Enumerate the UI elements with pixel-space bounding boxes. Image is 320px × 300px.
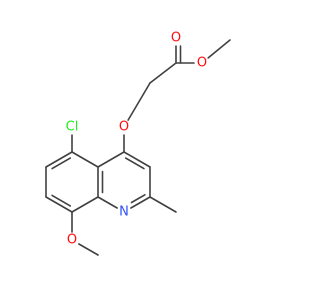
bond-c7-c8-inner [51, 194, 72, 207]
bond-c5q-c6-inner [51, 157, 72, 170]
atom-label-ester-o-double: O [171, 31, 181, 46]
bond-c4-c3q-inner [124, 157, 145, 170]
bond-c8-c8a [71, 196, 99, 213]
atom-label-ring-n: N [119, 205, 129, 220]
bond-layer [45, 39, 231, 256]
atom-label-ether-o: O [119, 120, 129, 135]
bond-c5-o6 [127, 82, 151, 121]
molecule-structure-canvas: O O O Cl N O [45, 30, 231, 256]
bond-c4a-c5q [71, 151, 99, 168]
atom-label-methoxy-o: O [67, 233, 77, 248]
bond-c2-n1-inner [130, 194, 146, 204]
bond-c2-me2 [149, 196, 177, 213]
atom-label-layer: O O O Cl N O [66, 31, 207, 248]
bond-c5q-c6 [45, 151, 73, 168]
bond-c7-c8 [45, 196, 73, 213]
bond-n1-c8a [97, 196, 118, 209]
atom-label-ester-o-single: O [197, 56, 207, 71]
atom-label-chlorine: Cl [66, 120, 79, 135]
bond-o9-me3 [78, 243, 99, 256]
bond-c4-c3q [123, 151, 151, 168]
bond-c2-n1 [130, 196, 151, 209]
bond-c4a-c4 [97, 151, 125, 168]
bond-me1-o2 [207, 39, 231, 59]
bond-c3-c5 [149, 62, 177, 84]
